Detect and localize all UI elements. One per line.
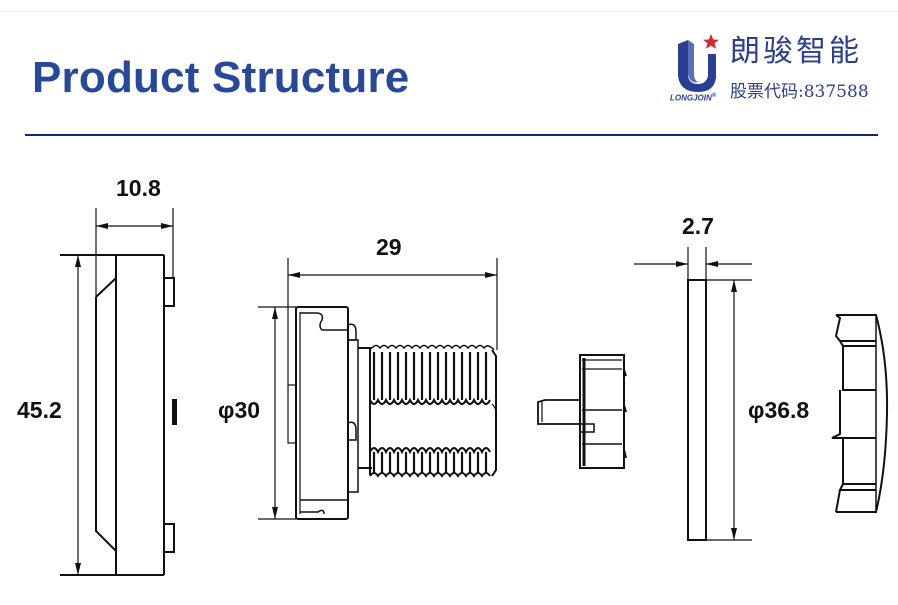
ring-nut-view: [831, 314, 889, 513]
top-border-line: [0, 11, 898, 12]
dimension-diameter-30: [258, 306, 296, 520]
thread-shaft: [358, 344, 498, 478]
dimension-label-height: 45.2: [17, 397, 62, 423]
dimension-label-thickness: 2.7: [682, 213, 714, 239]
header-divider: [25, 134, 878, 136]
dimension-width: [95, 208, 174, 297]
dimension-thickness: [634, 247, 752, 280]
dimension-label-diameter-36-8: φ36.8: [748, 397, 809, 423]
logo-brand-chinese: 朗骏智能: [730, 34, 862, 69]
dimension-label-length: 29: [376, 234, 402, 260]
brand-logo: 朗骏智能 LONGJOIN® 股票代码:837588: [670, 30, 890, 110]
body-flange: [287, 306, 359, 520]
stock-code-value: 837588: [803, 82, 869, 102]
dimension-diameter-36-8: [706, 279, 752, 541]
longjoin-u-star-logo-icon: [678, 34, 719, 92]
cam-part-view: [537, 354, 627, 469]
stock-code-label: 股票代码:: [730, 82, 804, 102]
dimension-length: [287, 258, 498, 385]
threaded-body-side-view: [258, 258, 498, 520]
logo-brand-en-text: LONGJOIN: [670, 93, 712, 103]
dimension-label-width: 10.8: [116, 175, 161, 201]
dimension-label-diameter-30: φ30: [218, 397, 260, 423]
logo-brand-english: LONGJOIN®: [670, 93, 716, 103]
page-title: Product Structure: [32, 53, 410, 102]
registered-mark: ®: [711, 93, 717, 99]
front-cover-side-view: [60, 208, 177, 576]
logo-stock-code: 股票代码:837588: [730, 82, 869, 102]
washer-plate-view: [634, 247, 752, 541]
